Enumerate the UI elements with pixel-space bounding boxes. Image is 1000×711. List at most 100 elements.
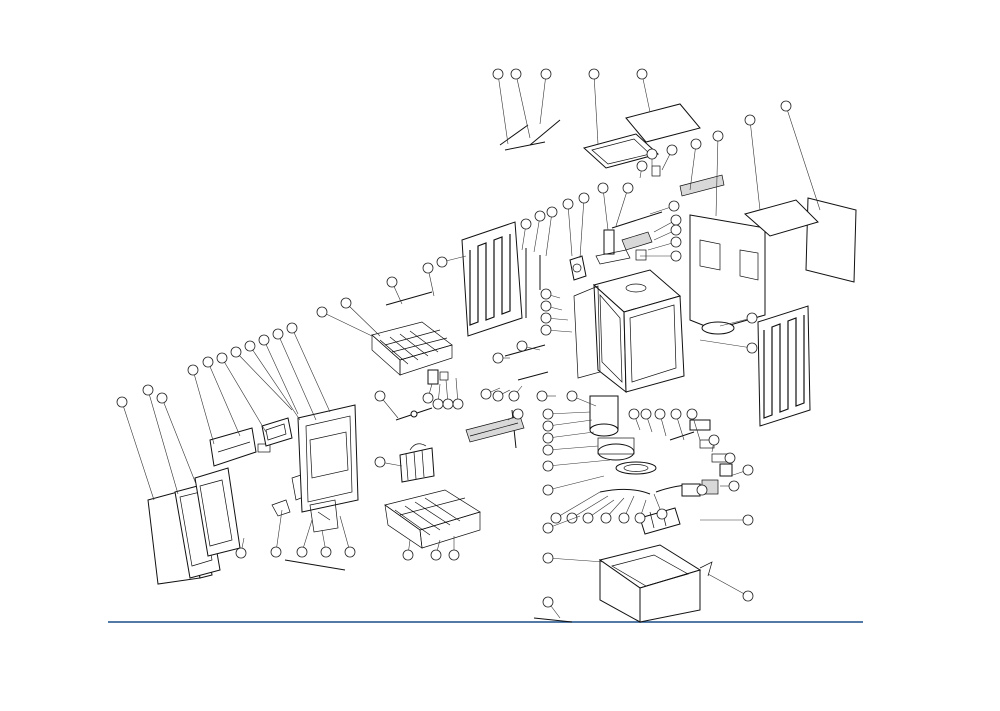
upper-spray-arm — [395, 407, 433, 421]
callout-bubble — [742, 464, 754, 476]
callout-bubble — [668, 200, 680, 212]
callout-bubble — [422, 392, 434, 404]
control-panel — [209, 427, 271, 467]
callout-bubble — [670, 408, 682, 420]
callout-bubble — [582, 512, 594, 524]
callout-bubble — [562, 198, 574, 210]
callout-bubble — [270, 546, 282, 558]
kick-plate — [533, 617, 573, 623]
upper-spray-arm-top — [611, 211, 663, 251]
callout-bubble — [542, 522, 554, 534]
callout-bubble — [542, 596, 554, 608]
callout-leader-line — [555, 491, 601, 519]
callout-bubble — [636, 68, 648, 80]
callout-bubble — [508, 390, 520, 402]
callout-leader-line — [749, 119, 761, 211]
callout-bubble — [272, 328, 284, 340]
callout-bubble — [542, 444, 554, 456]
callout-bubble — [422, 262, 434, 274]
callout-bubble — [542, 484, 554, 496]
callout-bubble — [116, 396, 128, 408]
cutlery-basket — [399, 443, 435, 483]
control-board — [261, 417, 293, 447]
callout-bubble — [296, 546, 308, 558]
callout-leader-line — [192, 369, 215, 445]
callout-leader-line — [547, 557, 605, 563]
callout-bubble — [516, 340, 528, 352]
callout-leader-line — [121, 401, 155, 501]
callout-leader-line — [602, 187, 609, 231]
callout-bubble — [534, 210, 546, 222]
leveling-feet — [699, 561, 713, 577]
callout-bubble — [216, 352, 228, 364]
callout-bubble — [640, 408, 652, 420]
callout-bubble — [628, 408, 640, 420]
right-side-panel — [757, 305, 811, 427]
worktop-panel — [743, 199, 819, 237]
upper-basket — [371, 321, 453, 376]
callout-bubble — [686, 408, 698, 420]
callout-leader-line — [547, 445, 599, 451]
inner-door-frame — [297, 404, 359, 513]
callout-bubble — [492, 68, 504, 80]
callout-bubble — [636, 160, 648, 172]
door-lock-bracket — [309, 499, 339, 533]
callout-bubble — [724, 452, 736, 464]
callout-bubble — [712, 130, 724, 142]
callout-bubble — [436, 256, 448, 268]
callout-leader-line — [547, 431, 595, 439]
filter-assembly — [465, 415, 525, 443]
callout-bubble — [448, 549, 460, 561]
top-cover — [625, 103, 701, 143]
callout-bubble — [670, 214, 682, 226]
callout-leader-line — [263, 339, 299, 415]
callout-bubble — [542, 552, 554, 564]
spray-arm-hub — [427, 369, 449, 385]
callout-bubble — [670, 224, 682, 236]
callout-bubble — [430, 549, 442, 561]
callout-bubble — [235, 547, 247, 559]
door-seal-strip — [525, 248, 541, 318]
callout-leader-line — [235, 351, 293, 411]
callout-bubble — [542, 432, 554, 444]
callout-leader-line — [699, 339, 753, 349]
callout-bubble — [452, 398, 464, 410]
callout-bubble — [746, 342, 758, 354]
callout-leader-line — [515, 73, 531, 139]
left-side-panel — [461, 221, 523, 337]
part-callouts — [116, 68, 821, 619]
callout-bubble — [540, 300, 552, 312]
callout-bubble — [666, 144, 678, 156]
callout-bubble — [542, 460, 554, 472]
base-tray — [598, 544, 702, 623]
callout-bubble — [512, 408, 524, 420]
tub — [592, 269, 685, 394]
callout-leader-line — [275, 509, 283, 553]
callout-leader-line — [615, 187, 629, 227]
callout-leader-line — [301, 519, 313, 553]
callout-bubble — [202, 356, 214, 368]
callout-bubble — [156, 392, 168, 404]
callout-leader-line — [547, 475, 605, 491]
callout-leader-line — [689, 143, 697, 191]
callout-bubble — [746, 312, 758, 324]
callout-bubble — [480, 388, 492, 400]
callout-bubble — [742, 590, 754, 602]
callout-bubble — [566, 512, 578, 524]
callout-bubble — [550, 512, 562, 524]
callout-bubble — [540, 288, 552, 300]
callout-bubble — [600, 512, 612, 524]
callout-leader-line — [707, 573, 749, 597]
callout-leader-line — [547, 459, 611, 467]
callout-bubble — [597, 182, 609, 194]
rear-panel — [805, 197, 857, 283]
callout-leader-line — [339, 515, 351, 553]
callout-leader-line — [291, 327, 331, 413]
vent-assembly — [569, 255, 587, 281]
callout-bubble — [622, 182, 634, 194]
callout-leader-line — [249, 345, 301, 421]
callout-bubble — [634, 512, 646, 524]
callout-bubble — [536, 390, 548, 402]
callout-bubble — [566, 390, 578, 402]
